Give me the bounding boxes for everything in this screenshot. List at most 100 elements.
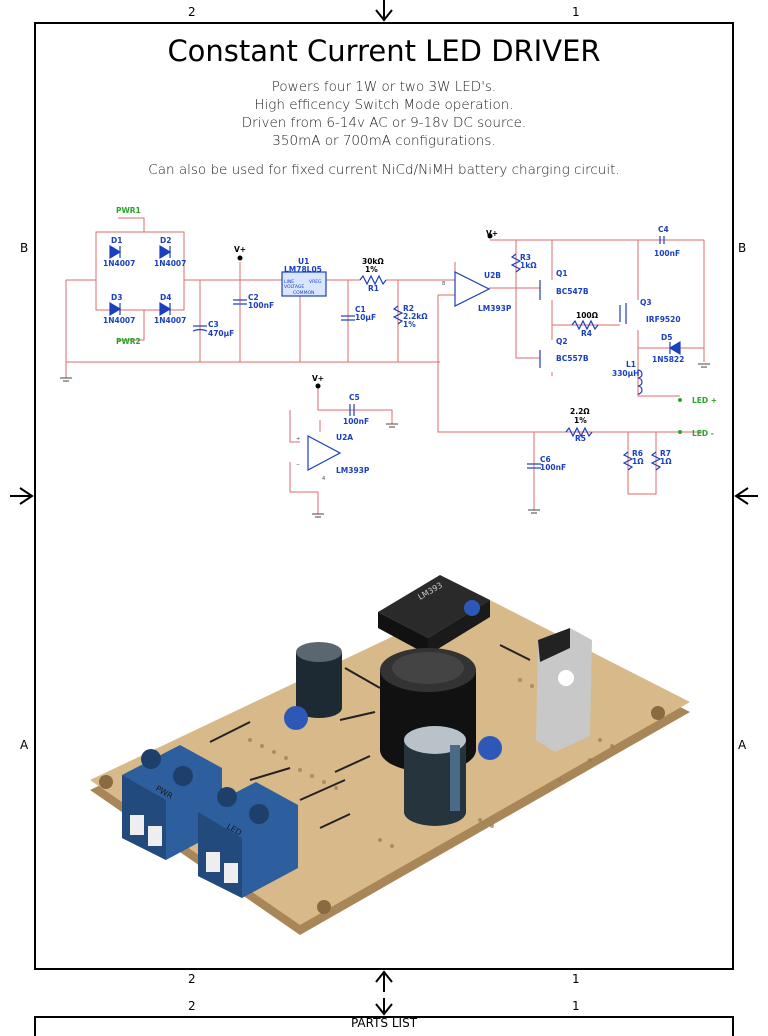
label-u1-line: LINE — [284, 279, 294, 285]
zone-sheet2-2: 2 — [188, 999, 196, 1013]
label-r7-val: 1Ω — [660, 457, 672, 466]
label-q1-val: BC547B — [556, 287, 589, 296]
label-r6-val: 1Ω — [632, 457, 644, 466]
label-d3: D3 — [111, 293, 122, 302]
label-r2-val: 2.2kΩ — [403, 312, 428, 321]
zone-left-a: A — [20, 738, 29, 752]
label-d2: D2 — [160, 236, 171, 245]
schematic-labels: PWR1 PWR2 D1 1N4007 D2 1N4007 D3 1N4007 … — [103, 206, 717, 475]
schematic-components — [109, 236, 681, 471]
label-r5: R5 — [575, 434, 586, 443]
label-r3-val: 1kΩ — [520, 261, 537, 270]
label-l1: L1 — [626, 360, 636, 369]
ic-chip: LM393 — [378, 575, 490, 655]
drawing-frame — [34, 22, 734, 970]
label-r2: R2 — [403, 304, 414, 313]
diodes-resistors — [209, 644, 531, 829]
schematic-wires — [65, 217, 705, 514]
label-r4: R4 — [581, 329, 592, 338]
zone-top-1: 1 — [572, 5, 580, 19]
description-line-2: High efficency Switch Mode operation. — [254, 97, 514, 113]
label-d1-val: 1N4007 — [103, 259, 135, 268]
label-d5: D5 — [661, 333, 672, 342]
description-line-3: Driven from 6-14v AC or 9-18v DC source. — [241, 115, 527, 131]
label-led-minus: LED - — [692, 429, 714, 438]
label-q2-val: BC557B — [556, 354, 589, 363]
zone-bottom-1: 1 — [572, 972, 580, 986]
label-d4: D4 — [160, 293, 171, 302]
pin-4-label: 4 — [322, 476, 325, 482]
zone-right-b: B — [738, 241, 747, 255]
zone-top-2: 2 — [188, 5, 196, 19]
label-u1-val: LM78L05 — [284, 265, 322, 274]
terminal-block-led: LED — [198, 782, 298, 898]
zone-left-b: B — [20, 241, 29, 255]
label-c1-val: 10µF — [355, 313, 376, 322]
description-note: Can also be used for fixed current NiCd/… — [148, 162, 620, 178]
label-c5-val: 100nF — [343, 417, 369, 426]
label-r5-val: 2.2Ω — [570, 407, 590, 416]
label-c3-val: 470µF — [208, 329, 234, 338]
zone-bottom-2: 2 — [188, 972, 196, 986]
label-r5-tol: 1% — [574, 416, 587, 425]
terminal-block-pwr: PWR — [122, 745, 222, 860]
label-u1-common: COMMON — [293, 290, 314, 296]
label-u1-vreg: VREG — [309, 279, 322, 285]
label-d2-val: 1N4007 — [154, 259, 186, 268]
label-c4: C4 — [658, 225, 669, 234]
label-r6: R6 — [632, 449, 643, 458]
label-d5-val: 1N5822 — [652, 355, 684, 364]
label-q1: Q1 — [556, 269, 568, 278]
label-vplus-1: V+ — [234, 245, 246, 254]
label-d4-val: 1N4007 — [154, 316, 186, 325]
label-pwr1: PWR1 — [116, 206, 141, 215]
label-d1: D1 — [111, 236, 122, 245]
description-line-1: Powers four 1W or two 3W LED's. — [271, 79, 497, 95]
label-vplus-2: V+ — [486, 229, 498, 238]
label-q3-val: IRF9520 — [646, 315, 681, 324]
label-u2a-val: LM393P — [336, 466, 370, 475]
label-c4-val: 100nF — [654, 249, 680, 258]
mosfet-heatsink — [536, 628, 592, 752]
label-q2: Q2 — [556, 337, 568, 346]
label-u1: U1 — [298, 257, 309, 266]
label-c2-val: 100nF — [248, 301, 274, 310]
zone-sheet2-1: 1 — [572, 999, 580, 1013]
label-l1-val: 330µH — [612, 369, 639, 378]
label-u2b: U2B — [484, 271, 501, 280]
label-r1: R1 — [368, 284, 379, 293]
label-r3: R3 — [520, 253, 531, 262]
label-c6: C6 — [540, 455, 551, 464]
label-c6-val: 100nF — [540, 463, 566, 472]
pin-8-label: 8 — [442, 281, 445, 287]
label-r1-tol: 1% — [365, 265, 378, 274]
label-r2-tol: 1% — [403, 320, 416, 329]
label-c3: C3 — [208, 320, 219, 329]
label-r4-val: 100Ω — [576, 311, 599, 320]
page-title: Constant Current LED DRIVER — [167, 34, 601, 68]
label-q3: Q3 — [640, 298, 652, 307]
label-u1-voltage: VOLTAGE — [284, 284, 304, 290]
zone-right-a: A — [738, 738, 747, 752]
label-r1-val: 30kΩ — [362, 257, 384, 266]
parts-list-title: PARTS LIST — [350, 1016, 418, 1030]
description-line-4: 350mA or 700mA configurations. — [272, 133, 496, 149]
pin-minus-label: − — [296, 462, 300, 468]
label-u2b-val: LM393P — [478, 304, 512, 313]
ceramic-capacitors — [284, 600, 502, 760]
label-c2: C2 — [248, 293, 259, 302]
label-pwr2: PWR2 — [116, 337, 141, 346]
electrolytic-capacitor-right — [404, 726, 466, 826]
label-led-plus: LED + — [692, 396, 717, 405]
label-u2a: U2A — [336, 433, 353, 442]
label-r7: R7 — [660, 449, 671, 458]
label-vplus-3: V+ — [312, 374, 324, 383]
pin-plus-label: + — [296, 436, 300, 442]
label-d3-val: 1N4007 — [103, 316, 135, 325]
electrolytic-capacitor-left — [296, 642, 342, 718]
label-c1: C1 — [355, 305, 366, 314]
label-c5: C5 — [349, 393, 360, 402]
